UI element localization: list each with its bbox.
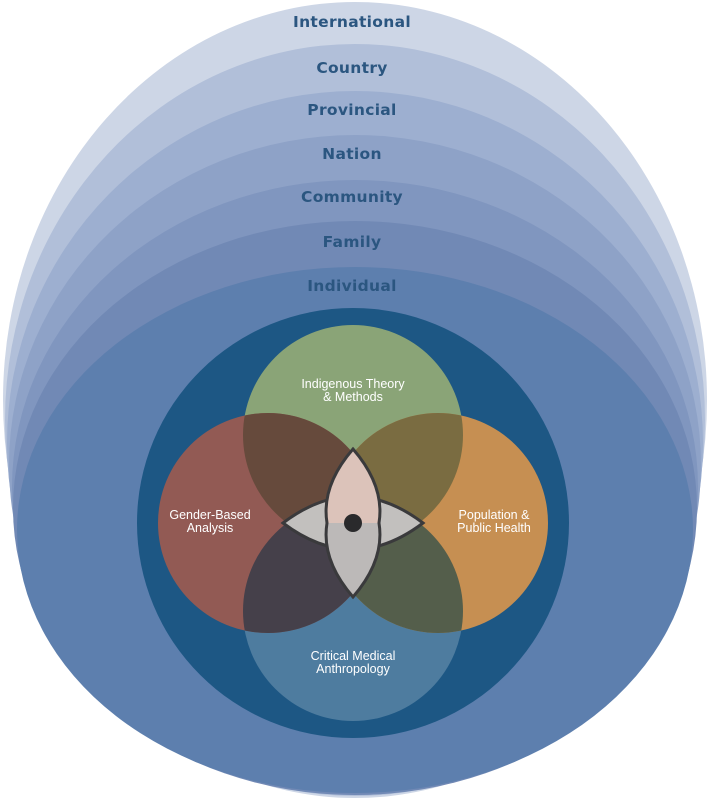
center-dot: [344, 514, 362, 532]
ring-label-provincial: Provincial: [307, 101, 396, 119]
label-population-health-line2: Public Health: [457, 521, 531, 535]
ring-label-individual: Individual: [307, 277, 397, 295]
label-population-health-line1: Population &: [459, 508, 531, 522]
ring-labels: International Country Provincial Nation …: [293, 13, 411, 295]
ring-label-community: Community: [301, 188, 403, 206]
ring-label-international: International: [293, 13, 411, 31]
ring-label-family: Family: [323, 233, 382, 251]
center-petal-vertical-outline: [324, 446, 382, 600]
center-symbol: [280, 446, 426, 600]
circle-labels: Indigenous Theory & Methods Gender-Based…: [169, 377, 531, 676]
label-indigenous-theory-line1: Indigenous Theory: [301, 377, 405, 391]
ring-label-country: Country: [316, 59, 387, 77]
label-medical-anthropology-line2: Anthropology: [316, 662, 390, 676]
label-indigenous-theory-line2: & Methods: [323, 390, 383, 404]
ring-label-nation: Nation: [322, 145, 382, 163]
label-medical-anthropology-line1: Critical Medical: [311, 649, 396, 663]
label-gender-based-line2: Analysis: [187, 521, 234, 535]
label-gender-based-line1: Gender-Based: [169, 508, 250, 522]
